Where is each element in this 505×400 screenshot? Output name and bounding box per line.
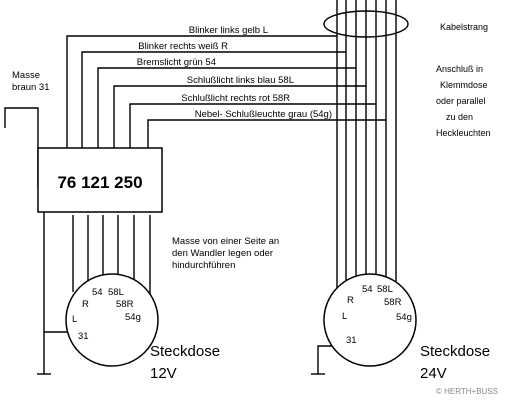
socket12-pin-54: 54 — [92, 287, 103, 298]
watermark: © HERTH+BUSS — [436, 387, 498, 396]
anschluss-line-2: Klemmdose — [440, 80, 488, 90]
socket24-pin-58R: 58R — [384, 297, 402, 308]
socket12-pin-54g: 54g — [125, 312, 141, 323]
socket12-pin-58L: 58L — [108, 287, 124, 298]
wire-label-schluss-rechts: Schlußlicht rechts rot 58R — [181, 93, 290, 104]
socket12-pin-31: 31 — [78, 331, 89, 342]
socket24-pin-54g: 54g — [396, 312, 412, 323]
wire-bremslicht — [97, 67, 356, 148]
wire-blinker-links — [66, 35, 337, 148]
wire-label-blinker-rechts: Blinker rechts weiß R — [138, 41, 228, 52]
masse-note-line-2: den Wandler legen oder — [172, 248, 273, 259]
kabelstrang-label: Kabelstrang — [440, 22, 488, 32]
ground-label-line1: Masse — [12, 70, 40, 81]
anschluss-line-1: Anschluß in — [436, 64, 483, 74]
masse-note-line-1: Masse von einer Seite an — [172, 236, 279, 247]
masse-note-line-3: hindurchführen — [172, 260, 235, 271]
socket12-voltage: 12V — [150, 365, 177, 382]
converter-box — [37, 147, 163, 213]
socket24-pin-31: 31 — [346, 335, 357, 346]
wire-lines — [4, 0, 409, 375]
wire-blinker-rechts — [81, 51, 346, 148]
socket-12v-circle — [65, 273, 159, 367]
wire-label-schluss-links: Schlußlicht links blau 58L — [187, 75, 294, 86]
socket24-pin-L: L — [342, 311, 347, 322]
socket12-pin-58R: 58R — [116, 299, 134, 310]
anschluss-line-4: zu den — [446, 112, 473, 122]
socket24-voltage: 24V — [420, 365, 447, 382]
wire-nebel — [147, 119, 386, 148]
wire-label-nebel: Nebel- Schlußleuchte grau (54g) — [195, 109, 332, 120]
kabelstrang-ellipse — [323, 10, 409, 38]
anschluss-line-5: Heckleuchten — [436, 128, 491, 138]
socket12-pin-L: L — [72, 314, 77, 325]
anschluss-line-3: oder parallel — [436, 96, 486, 106]
wire-label-bremslicht: Bremslicht grün 54 — [137, 57, 216, 68]
socket24-pin-54: 54 — [362, 284, 373, 295]
socket-24v-circle — [323, 273, 417, 367]
socket24-pin-58L: 58L — [377, 284, 393, 295]
converter-part-number: 76 121 250 — [57, 173, 142, 192]
ground-wire — [4, 107, 39, 188]
socket24-name: Steckdose — [420, 343, 490, 360]
socket12-pin-R: R — [82, 299, 89, 310]
socket24-pin-R: R — [347, 295, 354, 306]
wire-schluss-rechts — [129, 103, 376, 148]
wire-label-blinker-links: Blinker links gelb L — [189, 25, 268, 36]
ground-label-line2: braun 31 — [12, 82, 50, 93]
socket12-name: Steckdose — [150, 343, 220, 360]
wire-schluss-links — [113, 85, 366, 148]
